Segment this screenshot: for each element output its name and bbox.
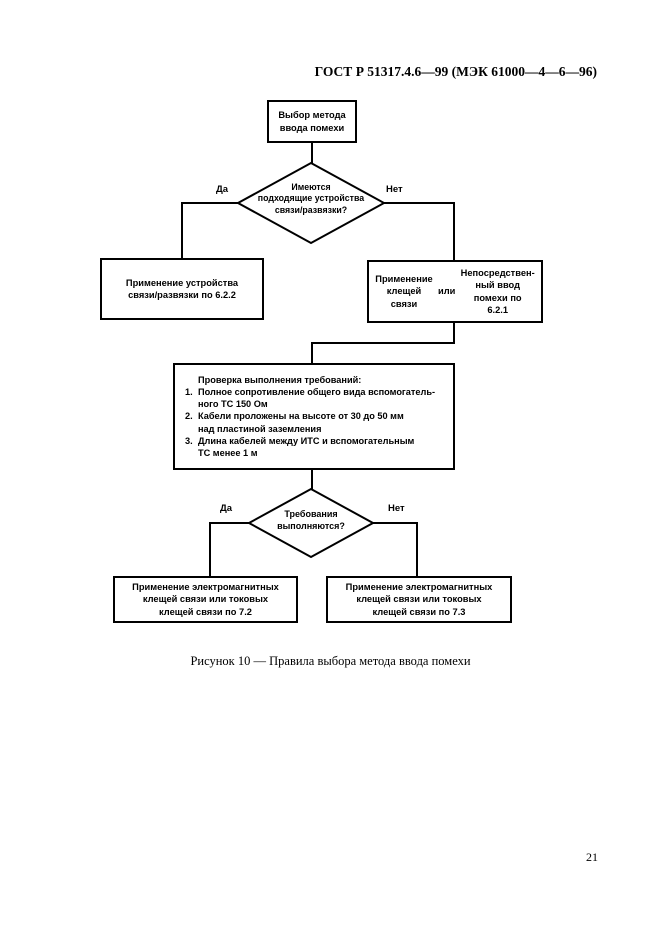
figure-caption: Рисунок 10 — Правила выбора метода ввода… xyxy=(190,654,471,668)
connector-alternative-to-check xyxy=(311,322,455,364)
alternative-clamp-text: Применение клещей связи xyxy=(375,274,433,309)
decision2-diamond xyxy=(246,487,376,559)
apply-coupling-node: Применение устройства связи/развязки по … xyxy=(100,258,264,320)
connector-decision1-yes xyxy=(181,202,238,259)
checklist-item: 3. Длина кабелей между ИТС и вспомогател… xyxy=(185,435,447,459)
decision1-diamond xyxy=(235,161,387,245)
flowchart-connectors xyxy=(181,143,455,577)
alternative-direct-text: Непосредствен- ный ввод помехи по 6.2.1 xyxy=(460,268,535,315)
result-no-node: Применение электромагнитных клещей связи… xyxy=(326,576,512,623)
page-number: 21 xyxy=(586,850,598,864)
checklist-item-text: Кабели проложены на высоте от 30 до 50 м… xyxy=(198,411,404,434)
document-header: ГОСТ Р 51317.4.6—99 (МЭК 61000—4—6—96) xyxy=(314,64,597,79)
checklist-item: 2. Кабели проложены на высоте от 30 до 5… xyxy=(185,410,447,434)
checklist-item: 1. Полное сопротивление общего вида вспо… xyxy=(185,386,447,410)
checklist-item-text: Длина кабелей между ИТС и вспомогательны… xyxy=(198,435,415,458)
alternative-node: Применение клещей связи или Непосредстве… xyxy=(367,260,543,323)
checklist-item-text: Полное сопротивление общего вида вспомог… xyxy=(198,387,436,410)
requirements-check-node: Проверка выполнения требований: 1. Полно… xyxy=(173,363,455,470)
checklist-title: Проверка выполнения требований: xyxy=(198,375,362,385)
decision2-yes-label: Да xyxy=(220,503,233,514)
checklist-item-number: 2. xyxy=(185,411,193,422)
checklist-item-number: 1. xyxy=(185,387,193,398)
decision1-yes-label: Да xyxy=(216,184,229,195)
connector-decision2-no xyxy=(373,522,418,577)
result-yes-node: Применение электромагнитных клещей связи… xyxy=(113,576,298,623)
decision2-text: Требования выполняются? xyxy=(277,509,345,531)
checklist-item-number: 3. xyxy=(185,435,193,446)
decision2-no-label: Нет xyxy=(388,503,405,514)
alternative-or-text: или xyxy=(438,286,456,297)
decision1-text: Имеются подходящие устройства связи/разв… xyxy=(257,182,365,215)
decision1-no-label: Нет xyxy=(386,184,403,195)
start-node: Выбор метода ввода помехи xyxy=(267,100,357,143)
connector-decision1-no xyxy=(384,202,455,261)
connector-decision2-yes xyxy=(209,522,249,577)
